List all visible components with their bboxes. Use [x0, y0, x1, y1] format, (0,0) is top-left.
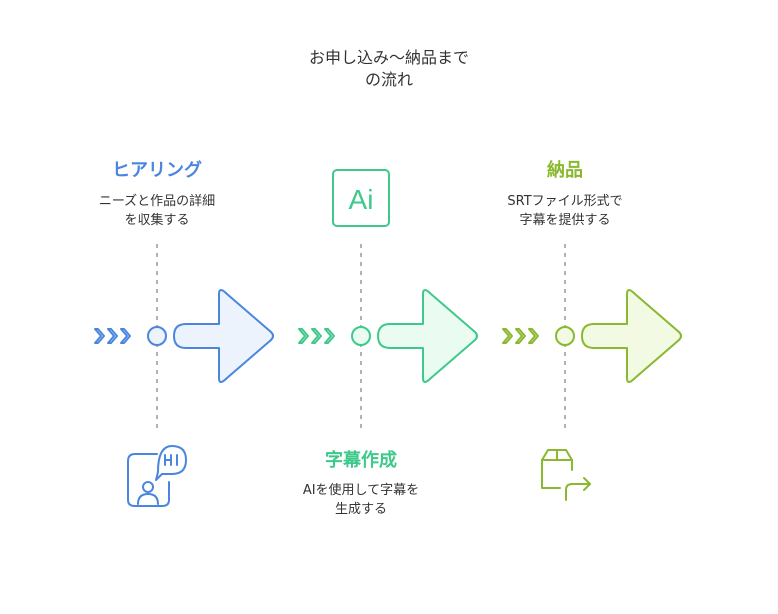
- step-2-chevrons: [298, 328, 335, 344]
- step-3-desc-line-2: 字幕を提供する: [519, 213, 611, 228]
- step-1-desc-line-1: ニーズと作品の詳細: [98, 194, 216, 209]
- diagram-title: お申し込み〜納品まで の流れ: [0, 47, 778, 91]
- step-2-description: AIを使用して字幕を 生成する: [261, 481, 461, 519]
- ai-text-icon: Ai: [332, 169, 390, 227]
- step-2-title: 字幕作成: [325, 450, 397, 471]
- step-2-arrow-group: [298, 289, 478, 383]
- step-1-arrow: [173, 289, 274, 383]
- step-1-chevrons: [94, 328, 131, 344]
- step-1-description: ニーズと作品の詳細 を収集する: [57, 192, 257, 230]
- title-line-1: お申し込み〜納品まで: [308, 48, 469, 67]
- step-2-desc-line-2: 生成する: [334, 502, 387, 517]
- svg-text:Ai: Ai: [349, 184, 374, 215]
- step-2-desc-line-1: AIを使用して字幕を: [302, 483, 420, 498]
- step-3-description: SRTファイル形式で 字幕を提供する: [465, 192, 665, 230]
- step-2-node: [351, 326, 371, 346]
- hi-chat-person-icon: [127, 445, 187, 507]
- step-2-arrow: [377, 289, 478, 383]
- step-3-chevrons: [502, 328, 539, 344]
- step-1-title: ヒアリング: [112, 160, 202, 181]
- title-line-2: の流れ: [364, 70, 413, 89]
- step-3-title: 納品: [547, 160, 583, 181]
- box-share-icon: [541, 449, 591, 501]
- step-3-node: [555, 326, 575, 346]
- step-1-arrow-group: [94, 289, 274, 383]
- step-3-arrow: [581, 289, 682, 383]
- step-1-node: [147, 326, 167, 346]
- step-1-desc-line-2: を収集する: [124, 213, 190, 228]
- step-3-arrow-group: [502, 289, 682, 383]
- step-3-desc-line-1: SRTファイル形式で: [507, 194, 623, 209]
